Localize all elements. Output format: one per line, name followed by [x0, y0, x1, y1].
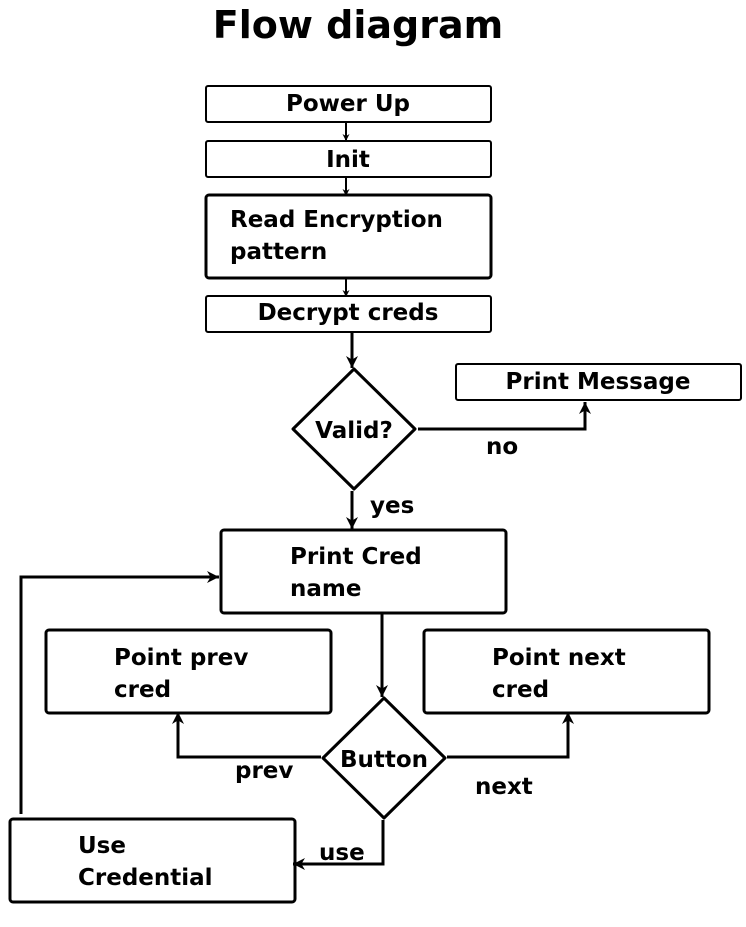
button-label: Button	[340, 747, 428, 773]
read-encryption-label-line1: Read Encryption	[230, 207, 443, 233]
use-credential-label-line1: Use	[78, 833, 126, 859]
power-up-label: Power Up	[286, 91, 410, 117]
init-label: Init	[326, 147, 370, 173]
read-encryption-label-line2: pattern	[230, 239, 327, 265]
valid-decision	[291, 367, 417, 491]
button-decision	[321, 696, 447, 820]
arrow-button-use-to-use-credential	[293, 820, 385, 870]
arrow-button-next-to-point-next	[447, 712, 574, 759]
edge-label-next: next	[475, 774, 533, 800]
point-next-cred-label-line1: Point next	[492, 645, 626, 671]
arrow-valid-no-to-print-message	[418, 402, 591, 431]
print-message-label: Print Message	[506, 369, 691, 395]
print-cred-name-label-line2: name	[290, 576, 361, 602]
power-up-box	[205, 85, 492, 123]
point-prev-cred-box	[44, 628, 333, 715]
diagram-title: Flow diagram	[213, 3, 503, 47]
arrow-use-credential-loop-to-print-cred	[19, 571, 219, 814]
decrypt-creds-label: Decrypt creds	[258, 300, 439, 326]
use-credential-label-line2: Credential	[78, 865, 213, 891]
init-box	[205, 140, 492, 178]
print-cred-name-label-line1: Print Cred	[290, 544, 422, 570]
arrow-button-prev-to-point-prev	[172, 712, 321, 759]
edge-label-yes: yes	[370, 493, 414, 519]
print-message-box	[455, 363, 742, 401]
point-next-cred-box	[422, 628, 711, 715]
valid-label: Valid?	[315, 418, 393, 444]
edge-label-prev: prev	[235, 758, 293, 784]
point-prev-cred-label-line2: cred	[114, 677, 171, 703]
point-prev-cred-label-line1: Point prev	[114, 645, 248, 671]
point-next-cred-label-line2: cred	[492, 677, 549, 703]
print-cred-name-box	[219, 528, 508, 615]
edge-label-no: no	[486, 434, 518, 460]
edge-label-use: use	[319, 840, 365, 866]
